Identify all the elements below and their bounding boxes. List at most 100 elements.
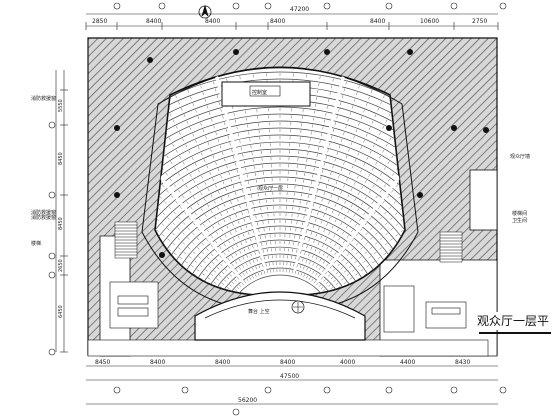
seat: [355, 273, 358, 276]
seat: [326, 263, 329, 267]
seat: [371, 167, 374, 171]
seat: [363, 212, 366, 216]
seat: [70, 223, 73, 224]
seat: [308, 238, 310, 242]
top-dim-1: 2850: [92, 18, 107, 25]
seat: [237, 235, 240, 239]
seat: [330, 172, 332, 176]
seat: [376, 178, 379, 182]
seat: [213, 270, 217, 273]
seat: [320, 235, 323, 239]
seat: [506, 213, 509, 214]
seat: [243, 160, 245, 164]
seat: [350, 229, 354, 233]
seat: [204, 98, 207, 102]
seat: [398, 196, 401, 199]
seat: [236, 286, 240, 290]
seat: [303, 237, 306, 241]
seat: [200, 85, 202, 89]
seat: [209, 112, 211, 116]
seat: [221, 271, 225, 275]
seat: [294, 256, 296, 260]
seat: [221, 282, 225, 285]
seat: [360, 269, 364, 272]
seat: [311, 255, 314, 258]
seat: [306, 267, 308, 271]
seat: [218, 274, 222, 278]
seat: [323, 119, 325, 123]
seat: [223, 219, 226, 223]
seat: [213, 125, 215, 129]
seat: [195, 109, 197, 113]
seat: [245, 271, 248, 274]
seat: [360, 202, 363, 206]
seat: [64, 234, 67, 235]
seat: [258, 265, 261, 269]
seat: [347, 210, 350, 214]
seat: [219, 246, 222, 250]
seat: [230, 201, 232, 205]
seat: [229, 216, 231, 220]
seat: [385, 232, 388, 236]
seat: [501, 282, 504, 283]
seat-row: [155, 71, 405, 296]
seat: [220, 174, 222, 178]
bottom-dim-1: 8450: [95, 359, 110, 366]
seat: [306, 275, 308, 279]
bottom-grid-bubbles: [113, 386, 507, 416]
seat: [39, 223, 42, 224]
seat: [242, 264, 245, 268]
seat: [231, 246, 234, 250]
seat: [190, 265, 194, 268]
seat: [206, 229, 210, 233]
seat: [243, 248, 246, 252]
seat: [332, 165, 334, 169]
left-callouts: 消防救援窗 消防救援窗 消防救援窗 楼梯: [31, 95, 56, 247]
seat: [353, 214, 356, 217]
seat: [331, 225, 334, 229]
seat: [318, 250, 321, 254]
seat: [165, 172, 168, 176]
seat: [209, 171, 212, 175]
seat: [206, 165, 209, 169]
seat: [372, 261, 375, 264]
seat: [296, 264, 298, 268]
seat: [252, 201, 254, 205]
seat: [215, 249, 218, 253]
seat: [376, 138, 378, 142]
seat-row: [155, 78, 405, 296]
seat: [164, 201, 167, 204]
seat: [231, 281, 235, 285]
seat: [502, 257, 505, 258]
seat: [245, 167, 247, 171]
seat: [203, 260, 206, 264]
seat: [161, 234, 165, 237]
seat: [175, 125, 178, 129]
seat: [358, 85, 360, 89]
seat: [318, 274, 321, 278]
seat: [315, 272, 318, 276]
seat: [70, 194, 73, 196]
seat: [322, 261, 325, 264]
seat: [318, 227, 320, 231]
seat: [299, 265, 302, 269]
seat: [181, 178, 184, 182]
seat: [192, 103, 195, 107]
seat: [244, 196, 246, 200]
seat: [232, 185, 235, 189]
seat: [335, 181, 338, 185]
seat: [215, 132, 217, 136]
seat: [190, 206, 193, 210]
seat: [42, 279, 45, 280]
callout-right-3: 卫生间: [512, 217, 527, 224]
left-dim-1: 5550: [58, 99, 64, 112]
seat: [207, 188, 210, 192]
seat: [227, 257, 230, 261]
seat: [222, 115, 224, 119]
seat: [212, 178, 214, 182]
seat: [498, 271, 501, 272]
seat: [337, 197, 340, 201]
seat: [333, 234, 336, 238]
seat-row: [155, 169, 405, 296]
seat: [174, 167, 177, 170]
